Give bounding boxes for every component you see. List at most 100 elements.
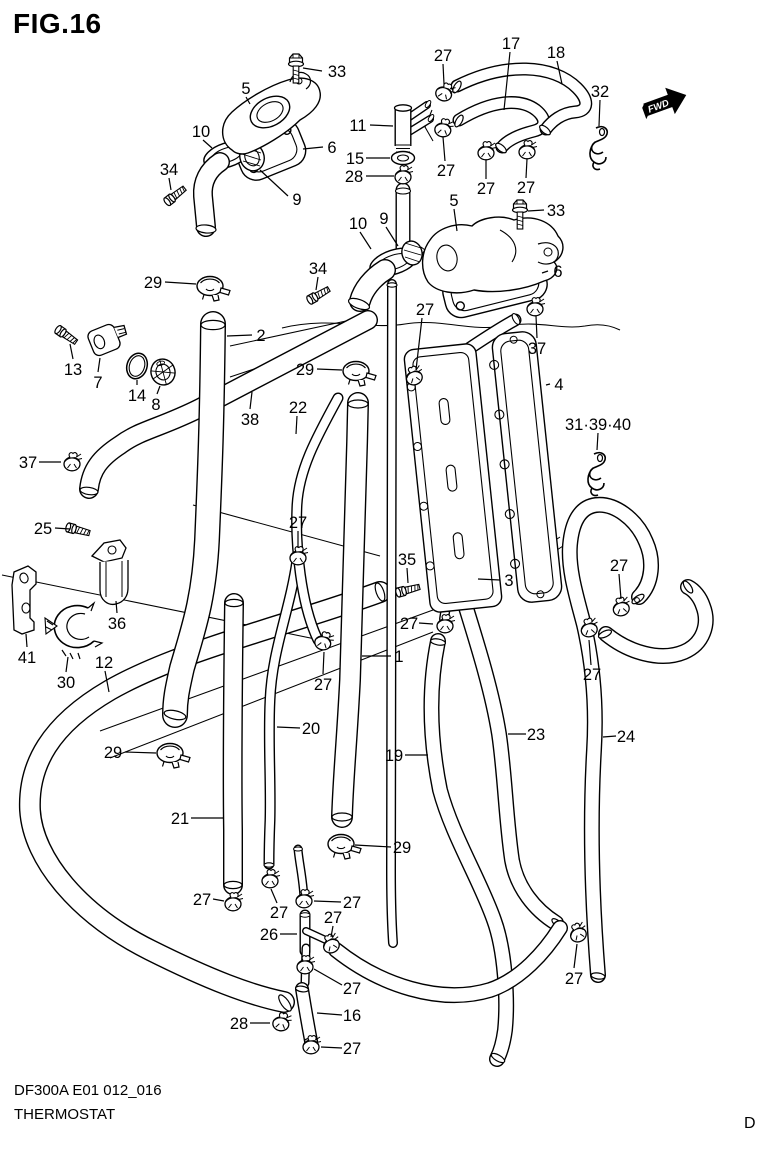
callout-30: 30 <box>57 674 75 692</box>
leader-line-33 <box>302 67 323 72</box>
callout-16: 16 <box>343 1007 361 1025</box>
hose-clamp-small <box>224 892 244 912</box>
seal-ring-15 <box>390 150 416 166</box>
callout-26: 26 <box>260 926 278 944</box>
footer-part-name: THERMOSTAT <box>14 1106 116 1123</box>
leader-line-7 <box>97 357 101 373</box>
hose-24-core <box>563 498 658 982</box>
leader-line-2 <box>226 334 253 337</box>
callout-21: 21 <box>171 810 189 828</box>
leader-line-29 <box>164 281 197 285</box>
leader-line-11 <box>369 124 394 127</box>
leader-line-22 <box>295 415 298 435</box>
leader-line-27 <box>330 925 334 938</box>
leader-line-3 <box>477 578 501 581</box>
callout-6: 6 <box>327 139 336 157</box>
callout-13: 13 <box>64 361 82 379</box>
hose-20-core <box>264 555 302 869</box>
leader-line-27 <box>320 1046 343 1049</box>
callout-27: 27 <box>517 179 535 197</box>
callout-7: 7 <box>93 374 102 392</box>
callout-9: 9 <box>292 191 301 209</box>
callout-10: 10 <box>192 123 210 141</box>
callout-34: 34 <box>309 260 327 278</box>
fwd-label: FWD <box>647 98 671 116</box>
callout-27: 27 <box>270 904 288 922</box>
hose-clamp-large <box>342 360 377 387</box>
hose-clamp-large <box>327 833 362 860</box>
leader-line-24 <box>602 735 617 738</box>
pipe-11-assembly <box>390 100 435 259</box>
callout-4: 4 <box>554 376 563 394</box>
leader-line-13 <box>69 343 74 360</box>
wire-clip-32 <box>589 125 609 171</box>
leader-line-5 <box>245 96 251 105</box>
leader-line-37 <box>535 315 538 339</box>
callout-19: 19 <box>385 747 403 765</box>
leader-line-29 <box>354 844 392 848</box>
leader-line-27 <box>618 573 622 600</box>
callout-27: 27 <box>343 894 361 912</box>
hose-clamp-large <box>196 275 231 302</box>
screw <box>53 323 80 347</box>
callout-27: 27 <box>437 162 455 180</box>
callout-1: 1 <box>394 648 403 666</box>
callout-33: 33 <box>547 202 565 220</box>
callout-17: 17 <box>502 35 520 53</box>
leader-line-27 <box>588 639 592 666</box>
leader-line-17 <box>503 51 511 111</box>
callout-29: 29 <box>393 839 411 857</box>
leader-line-29 <box>124 751 157 754</box>
callout-27: 27 <box>193 891 211 909</box>
hose-clamp-small <box>295 889 315 909</box>
callout-20: 20 <box>302 720 320 738</box>
hose-clamp-small <box>296 955 316 975</box>
holder-36 <box>90 539 129 606</box>
leader-line-34 <box>168 177 172 191</box>
pipe-11-stub-b-core <box>406 116 433 135</box>
leader-line-18 <box>556 60 563 85</box>
thermostat-assembly-upper <box>192 71 321 237</box>
hose-22-core <box>292 393 343 645</box>
leader-line-30 <box>65 656 69 673</box>
leader-line-6 <box>541 270 549 274</box>
hose-38-opening <box>79 486 99 496</box>
gasket-4 <box>489 331 563 603</box>
callout-9: 9 <box>379 210 388 228</box>
leader-line-9 <box>259 169 289 197</box>
callout-32: 32 <box>591 83 609 101</box>
callout-15: 15 <box>346 150 364 168</box>
callout-27: 27 <box>324 909 342 927</box>
figure-title: FIG.16 <box>13 8 102 39</box>
o-ring-14 <box>125 352 149 380</box>
leader-line-8 <box>156 385 161 395</box>
cooler-top-stub-core <box>464 314 521 354</box>
screw <box>64 521 92 539</box>
small-parts <box>11 125 609 660</box>
leader-line-27 <box>415 317 423 371</box>
leader-line-31·39·40 <box>596 432 599 451</box>
bracket-41 <box>11 565 37 635</box>
callout-35: 35 <box>398 551 416 569</box>
callout-37: 37 <box>528 340 546 358</box>
hose-24 <box>561 496 659 983</box>
callout-27: 27 <box>565 970 583 988</box>
thermostat-assembly-center <box>347 216 564 319</box>
leader-line-25 <box>54 527 71 530</box>
leader-line-27 <box>270 888 278 904</box>
callout-8: 8 <box>151 396 160 414</box>
leader-line-10 <box>359 231 372 250</box>
leader-line-36 <box>115 600 118 614</box>
leader-line-27 <box>442 63 445 85</box>
callout-36: 36 <box>108 615 126 633</box>
leader-line-12 <box>104 670 110 693</box>
leader-line-34 <box>315 276 319 291</box>
callout-37: 37 <box>19 454 37 472</box>
hoses <box>18 62 714 1067</box>
wire-clip-31-39-40 <box>587 451 607 497</box>
callout-6: 6 <box>553 263 562 281</box>
hose-bottom-sweep-core <box>329 921 567 1002</box>
elbow-10a-outlet-core <box>194 153 229 236</box>
center-pipe-core <box>387 280 397 947</box>
